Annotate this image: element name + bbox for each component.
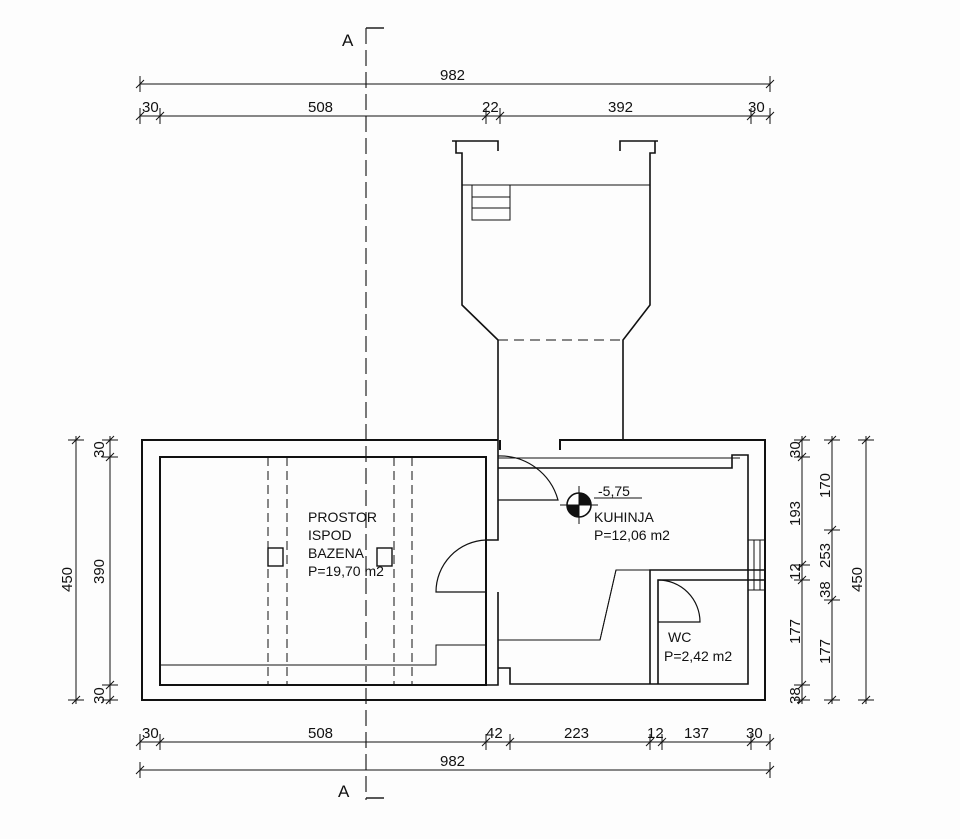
dim-right-177b: 177	[817, 639, 834, 664]
pool-room-label-3: BAZENA	[308, 545, 365, 561]
wc-name: WC	[668, 629, 691, 645]
dim-top-seg2: 508	[308, 99, 333, 116]
dim-right-177a: 177	[787, 619, 804, 644]
dim-right-38a: 38	[817, 581, 834, 598]
dim-top-seg5: 30	[748, 99, 765, 116]
dim-bottom-seg5: 12	[647, 725, 664, 742]
dim-left-seg3: 30	[91, 687, 108, 704]
dim-top-seg4: 392	[608, 99, 633, 116]
dim-right-30: 30	[787, 441, 804, 458]
dim-right-overall: 450	[849, 567, 866, 592]
top-dimensions	[135, 76, 775, 124]
dim-bottom-seg1: 30	[142, 725, 159, 742]
dim-right-193: 193	[787, 501, 804, 526]
kitchen-level: -5,75	[598, 483, 630, 499]
building-walls	[141, 439, 766, 701]
dim-right-38b: 38	[787, 687, 804, 704]
dim-top-seg3: 22	[482, 99, 499, 116]
dim-bottom-seg2: 508	[308, 725, 333, 742]
section-line-a: A A	[338, 27, 384, 801]
stair-structure	[452, 140, 658, 440]
kitchen-name: KUHINJA	[594, 509, 655, 525]
dim-bottom-seg7: 30	[746, 725, 763, 742]
left-dimensions	[68, 435, 118, 705]
wc-area: P=2,42 m2	[664, 648, 732, 664]
section-label-top: A	[342, 31, 354, 50]
dim-right-170: 170	[817, 473, 834, 498]
dim-bottom-overall: 982	[440, 753, 465, 770]
pool-room-area: P=19,70 m2	[308, 563, 384, 579]
dim-bottom-seg4: 223	[564, 725, 589, 742]
dim-right-12: 12	[787, 563, 804, 580]
dim-left-overall: 450	[59, 567, 76, 592]
dim-top-seg1: 30	[142, 99, 159, 116]
section-label-bottom: A	[338, 782, 350, 801]
level-marker-icon	[560, 486, 642, 524]
dim-right-253: 253	[817, 543, 834, 568]
bottom-dimensions	[135, 734, 775, 778]
dim-bottom-seg3: 42	[486, 725, 503, 742]
dim-left-seg2: 390	[91, 559, 108, 584]
dim-top-overall: 982	[440, 67, 465, 84]
pool-room-label-2: ISPOD	[308, 527, 352, 543]
dim-bottom-seg6: 137	[684, 725, 709, 742]
kitchen-area: P=12,06 m2	[594, 527, 670, 543]
pool-room-label-1: PROSTOR	[308, 509, 377, 525]
dim-left-seg1: 30	[91, 441, 108, 458]
right-dimensions	[794, 435, 874, 705]
